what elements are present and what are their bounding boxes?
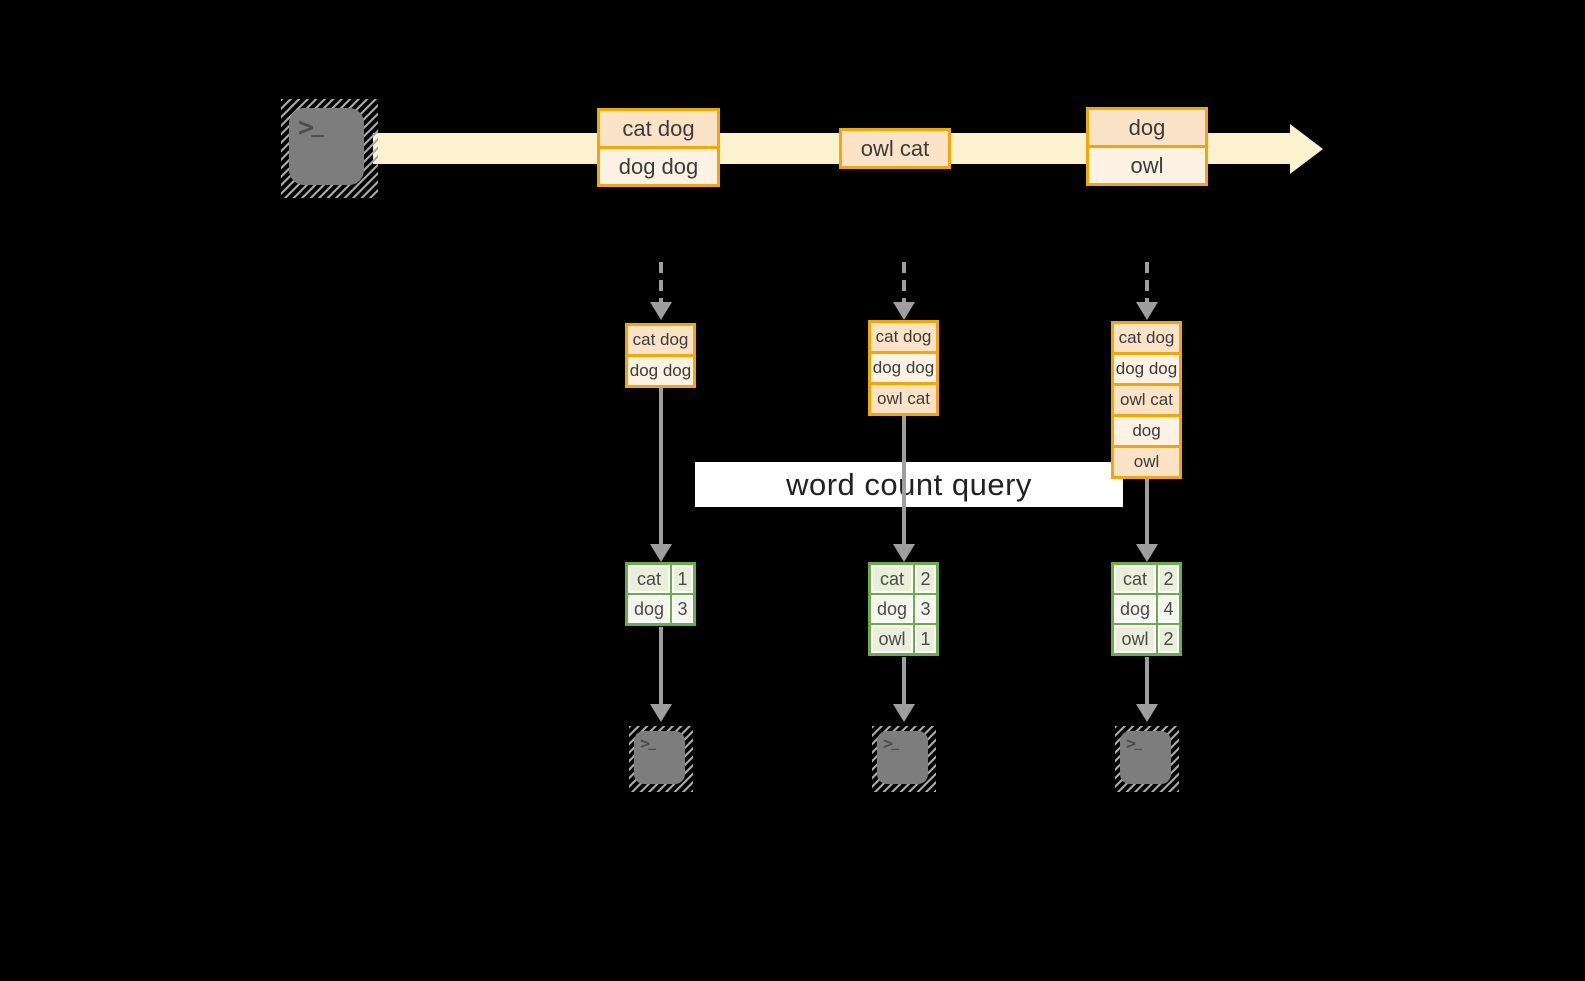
word-cell: cat	[871, 565, 913, 593]
terminal-screen: >_	[289, 108, 364, 185]
terminal-screen: >_	[877, 731, 928, 784]
consumer-terminal-icon-3: >_	[1115, 726, 1179, 792]
count-cell: 2	[1158, 565, 1179, 593]
query-label-band: word count query	[695, 462, 1123, 507]
output-connector-3	[1145, 657, 1149, 704]
table-row: cat 2	[871, 565, 936, 593]
event-line: owl cat	[842, 131, 948, 166]
prompt-cursor: _	[891, 736, 899, 751]
count-cell: 1	[672, 565, 693, 593]
query-label: word count query	[786, 466, 1032, 502]
event-line: cat dog	[600, 111, 717, 146]
arrowhead-icon	[1136, 704, 1158, 722]
dashed-connector-1	[659, 262, 663, 304]
consumer-terminal-icon-1: >_	[629, 726, 693, 792]
prompt-chevron: >	[1126, 734, 1136, 754]
dashed-connector-3	[1145, 262, 1149, 304]
prompt-chevron: >	[298, 112, 314, 143]
table-row: cat 2	[1114, 565, 1179, 593]
event-line: dog	[1089, 110, 1205, 145]
buffer-line: cat dog	[628, 326, 693, 354]
buffer-line: cat dog	[871, 323, 936, 351]
terminal-screen: >_	[634, 731, 685, 784]
count-cell: 1	[915, 625, 936, 653]
word-cell: dog	[628, 595, 670, 623]
word-cell: dog	[871, 595, 913, 623]
arrowhead-icon	[893, 704, 915, 722]
arrowhead-icon	[650, 704, 672, 722]
arrowhead-icon	[893, 302, 915, 320]
word-count-table-3: cat 2 dog 4 owl 2	[1111, 562, 1182, 656]
table-row: dog 4	[1114, 595, 1179, 623]
buffer-line: owl	[1114, 445, 1179, 476]
buffer-line: dog dog	[871, 351, 936, 382]
buffer-line: dog dog	[1114, 352, 1179, 383]
buffer-stack-2: cat dog dog dog owl cat	[868, 320, 939, 416]
arrowhead-icon	[650, 302, 672, 320]
word-cell: owl	[871, 625, 913, 653]
stream-event-box-1: cat dog dog dog	[597, 108, 720, 187]
terminal-prompt-icon: >_	[883, 734, 899, 754]
count-cell: 4	[1158, 595, 1179, 623]
stream-event-box-2: owl cat	[839, 128, 951, 169]
table-row: owl 2	[1114, 625, 1179, 653]
source-terminal-icon: >_	[281, 99, 378, 198]
word-cell: cat	[1114, 565, 1156, 593]
consumer-terminal-icon-2: >_	[872, 726, 936, 792]
prompt-chevron: >	[883, 734, 893, 754]
count-cell: 2	[1158, 625, 1179, 653]
buffer-line: cat dog	[1114, 324, 1179, 352]
arrowhead-icon	[1136, 544, 1158, 562]
word-count-table-2: cat 2 dog 3 owl 1	[868, 562, 939, 656]
arrowhead-icon	[650, 544, 672, 562]
prompt-cursor: _	[1134, 736, 1142, 751]
buffer-line: owl cat	[1114, 383, 1179, 414]
table-row: dog 3	[871, 595, 936, 623]
buffer-line: dog dog	[628, 354, 693, 385]
query-connector-2	[902, 415, 906, 544]
table-row: owl 1	[871, 625, 936, 653]
prompt-cursor: _	[648, 736, 656, 751]
table-row: dog 3	[628, 595, 693, 623]
arrowhead-icon	[893, 544, 915, 562]
query-connector-1	[659, 388, 663, 544]
word-count-table-1: cat 1 dog 3	[625, 562, 696, 626]
event-line: owl	[1089, 145, 1205, 183]
buffer-stack-3: cat dog dog dog owl cat dog owl	[1111, 321, 1182, 479]
output-connector-1	[659, 627, 663, 704]
count-cell: 3	[915, 595, 936, 623]
count-cell: 2	[915, 565, 936, 593]
buffer-stack-1: cat dog dog dog	[625, 323, 696, 388]
word-cell: owl	[1114, 625, 1156, 653]
stream-arrowhead-icon	[1290, 124, 1323, 174]
dashed-connector-2	[902, 262, 906, 304]
output-connector-2	[902, 657, 906, 704]
word-cell: cat	[628, 565, 670, 593]
event-line: dog dog	[600, 146, 717, 184]
arrowhead-icon	[1136, 302, 1158, 320]
terminal-prompt-icon: >_	[298, 112, 324, 143]
count-cell: 3	[672, 595, 693, 623]
terminal-prompt-icon: >_	[640, 734, 656, 754]
prompt-cursor: _	[311, 113, 324, 137]
buffer-line: owl cat	[871, 382, 936, 413]
table-row: cat 1	[628, 565, 693, 593]
terminal-prompt-icon: >_	[1126, 734, 1142, 754]
query-connector-3	[1145, 478, 1149, 544]
stream-event-box-3: dog owl	[1086, 107, 1208, 186]
terminal-screen: >_	[1120, 731, 1171, 784]
prompt-chevron: >	[640, 734, 650, 754]
word-cell: dog	[1114, 595, 1156, 623]
buffer-line: dog	[1114, 414, 1179, 445]
